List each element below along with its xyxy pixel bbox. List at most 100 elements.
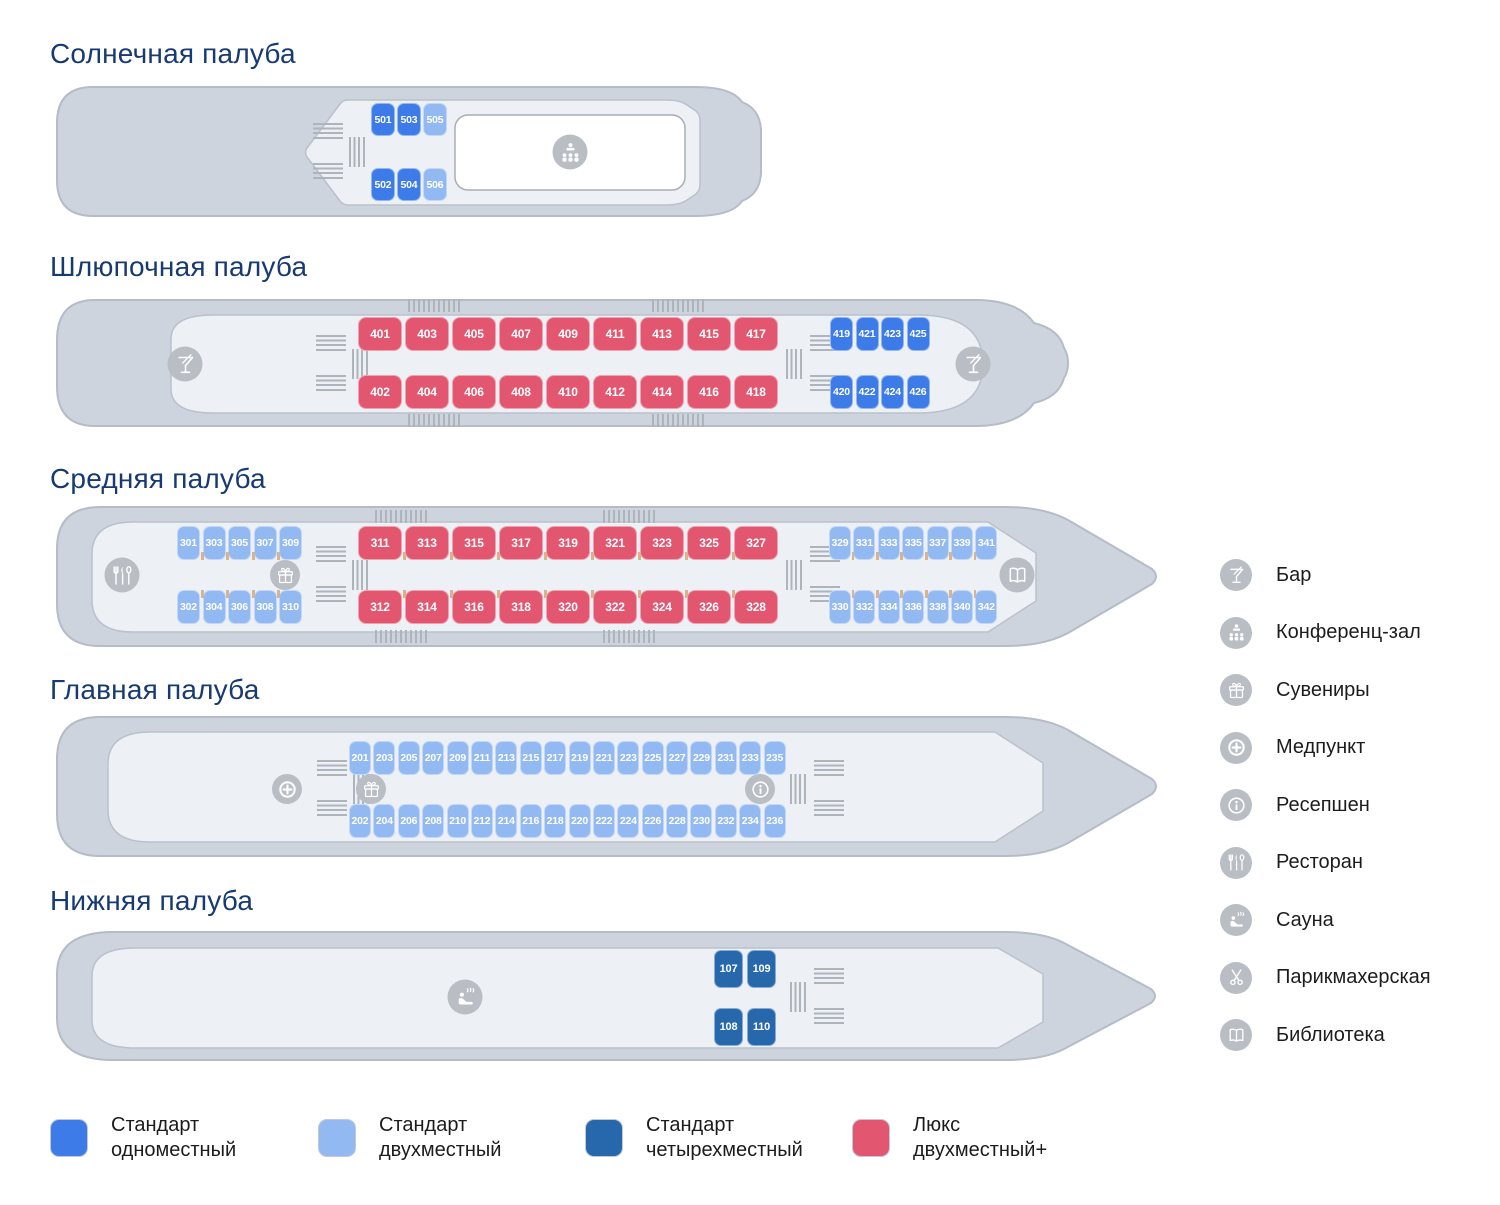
cabin-220[interactable]: 220 (568, 804, 591, 838)
cabin-409[interactable]: 409 (546, 317, 590, 351)
cabin-310[interactable]: 310 (277, 590, 302, 624)
cabin-323[interactable]: 323 (638, 526, 684, 560)
cabin-331[interactable]: 331 (851, 526, 876, 560)
cabin-319[interactable]: 319 (544, 526, 590, 560)
cabin-202[interactable]: 202 (349, 804, 371, 838)
cabin-329[interactable]: 329 (829, 526, 851, 560)
cabin-418[interactable]: 418 (734, 375, 778, 409)
cabin-411[interactable]: 411 (593, 317, 637, 351)
cabin-419[interactable]: 419 (830, 317, 853, 351)
cabin-340[interactable]: 340 (949, 590, 973, 624)
cabin-413[interactable]: 413 (640, 317, 684, 351)
cabin-201[interactable]: 201 (349, 741, 371, 775)
cabin-219[interactable]: 219 (568, 741, 591, 775)
cabin-317[interactable]: 317 (497, 526, 543, 560)
cabin-214[interactable]: 214 (495, 804, 518, 838)
cabin-314[interactable]: 314 (403, 590, 449, 624)
cabin-335[interactable]: 335 (900, 526, 925, 560)
cabin-401[interactable]: 401 (358, 317, 402, 351)
cabin-322[interactable]: 322 (591, 590, 637, 624)
cabin-307[interactable]: 307 (251, 526, 277, 560)
cabin-110[interactable]: 110 (747, 1008, 776, 1046)
cabin-423[interactable]: 423 (881, 317, 904, 351)
cabin-408[interactable]: 408 (499, 375, 543, 409)
cabin-405[interactable]: 405 (452, 317, 496, 351)
cabin-221[interactable]: 221 (592, 741, 615, 775)
cabin-222[interactable]: 222 (592, 804, 615, 838)
cabin-211[interactable]: 211 (470, 741, 493, 775)
cabin-306[interactable]: 306 (226, 590, 251, 624)
cabin-204[interactable]: 204 (373, 804, 396, 838)
cabin-407[interactable]: 407 (499, 317, 543, 351)
cabin-218[interactable]: 218 (544, 804, 567, 838)
cabin-320[interactable]: 320 (544, 590, 590, 624)
cabin-328[interactable]: 328 (732, 590, 778, 624)
cabin-333[interactable]: 333 (875, 526, 900, 560)
cabin-422[interactable]: 422 (855, 375, 879, 409)
cabin-326[interactable]: 326 (685, 590, 731, 624)
cabin-108[interactable]: 108 (714, 1008, 743, 1046)
cabin-309[interactable]: 309 (277, 526, 302, 560)
cabin-403[interactable]: 403 (405, 317, 449, 351)
cabin-311[interactable]: 311 (358, 526, 402, 560)
cabin-338[interactable]: 338 (924, 590, 949, 624)
cabin-327[interactable]: 327 (732, 526, 778, 560)
cabin-506[interactable]: 506 (423, 168, 447, 201)
cabin-504[interactable]: 504 (397, 168, 421, 201)
cabin-341[interactable]: 341 (973, 526, 998, 560)
cabin-227[interactable]: 227 (666, 741, 689, 775)
cabin-417[interactable]: 417 (734, 317, 778, 351)
cabin-302[interactable]: 302 (177, 590, 200, 624)
cabin-330[interactable]: 330 (829, 590, 851, 624)
cabin-312[interactable]: 312 (358, 590, 402, 624)
cabin-303[interactable]: 303 (200, 526, 226, 560)
cabin-416[interactable]: 416 (687, 375, 731, 409)
cabin-224[interactable]: 224 (617, 804, 640, 838)
cabin-236[interactable]: 236 (763, 804, 786, 838)
cabin-226[interactable]: 226 (641, 804, 664, 838)
cabin-235[interactable]: 235 (763, 741, 786, 775)
cabin-424[interactable]: 424 (881, 375, 904, 409)
cabin-233[interactable]: 233 (739, 741, 762, 775)
cabin-501[interactable]: 501 (371, 103, 395, 136)
cabin-232[interactable]: 232 (714, 804, 737, 838)
cabin-414[interactable]: 414 (640, 375, 684, 409)
cabin-421[interactable]: 421 (855, 317, 879, 351)
cabin-404[interactable]: 404 (405, 375, 449, 409)
cabin-230[interactable]: 230 (690, 804, 713, 838)
cabin-339[interactable]: 339 (949, 526, 973, 560)
cabin-406[interactable]: 406 (452, 375, 496, 409)
cabin-325[interactable]: 325 (685, 526, 731, 560)
cabin-213[interactable]: 213 (495, 741, 518, 775)
cabin-402[interactable]: 402 (358, 375, 402, 409)
cabin-229[interactable]: 229 (690, 741, 713, 775)
cabin-210[interactable]: 210 (446, 804, 469, 838)
cabin-228[interactable]: 228 (666, 804, 689, 838)
cabin-313[interactable]: 313 (403, 526, 449, 560)
cabin-223[interactable]: 223 (617, 741, 640, 775)
cabin-415[interactable]: 415 (687, 317, 731, 351)
cabin-505[interactable]: 505 (423, 103, 447, 136)
cabin-231[interactable]: 231 (714, 741, 737, 775)
cabin-321[interactable]: 321 (591, 526, 637, 560)
cabin-216[interactable]: 216 (519, 804, 542, 838)
cabin-308[interactable]: 308 (251, 590, 277, 624)
cabin-234[interactable]: 234 (739, 804, 762, 838)
cabin-324[interactable]: 324 (638, 590, 684, 624)
cabin-212[interactable]: 212 (470, 804, 493, 838)
cabin-205[interactable]: 205 (397, 741, 420, 775)
cabin-332[interactable]: 332 (851, 590, 876, 624)
cabin-334[interactable]: 334 (875, 590, 900, 624)
cabin-336[interactable]: 336 (900, 590, 925, 624)
cabin-207[interactable]: 207 (422, 741, 445, 775)
cabin-426[interactable]: 426 (906, 375, 930, 409)
cabin-412[interactable]: 412 (593, 375, 637, 409)
cabin-107[interactable]: 107 (714, 950, 743, 988)
cabin-206[interactable]: 206 (397, 804, 420, 838)
cabin-208[interactable]: 208 (422, 804, 445, 838)
cabin-342[interactable]: 342 (973, 590, 998, 624)
cabin-316[interactable]: 316 (450, 590, 496, 624)
cabin-203[interactable]: 203 (373, 741, 396, 775)
cabin-109[interactable]: 109 (747, 950, 776, 988)
cabin-301[interactable]: 301 (177, 526, 200, 560)
